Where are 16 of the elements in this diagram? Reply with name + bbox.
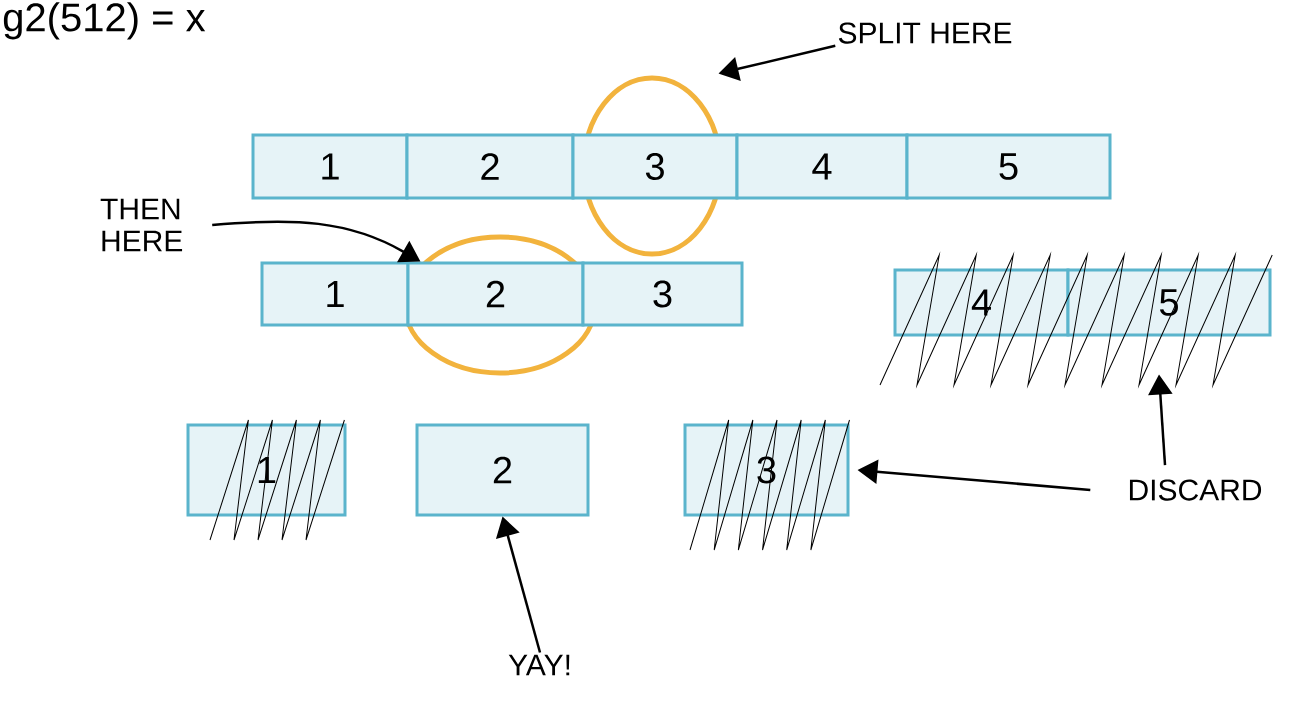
handwritten-note: SPLIT HERE <box>838 22 1012 44</box>
array-cell: 4 <box>735 133 909 200</box>
array-cell: 1 <box>260 261 410 327</box>
array-cell: 5 <box>1066 268 1272 337</box>
array-cell: 2 <box>405 133 575 200</box>
array-cell: 1 <box>251 133 409 200</box>
heading-text: g2(512) = x <box>3 2 206 40</box>
array-cell: 2 <box>406 261 585 327</box>
array-cell: 3 <box>581 261 744 327</box>
array-cell: 2 <box>415 423 590 517</box>
array-cell: 5 <box>905 133 1112 200</box>
array-cell: 3 <box>571 133 739 200</box>
array-cell: 4 <box>893 268 1070 337</box>
handwritten-note: DISCARD <box>1129 479 1262 501</box>
handwritten-note: THEN HERE <box>100 198 183 252</box>
handwritten-note: YAY! <box>508 654 570 676</box>
